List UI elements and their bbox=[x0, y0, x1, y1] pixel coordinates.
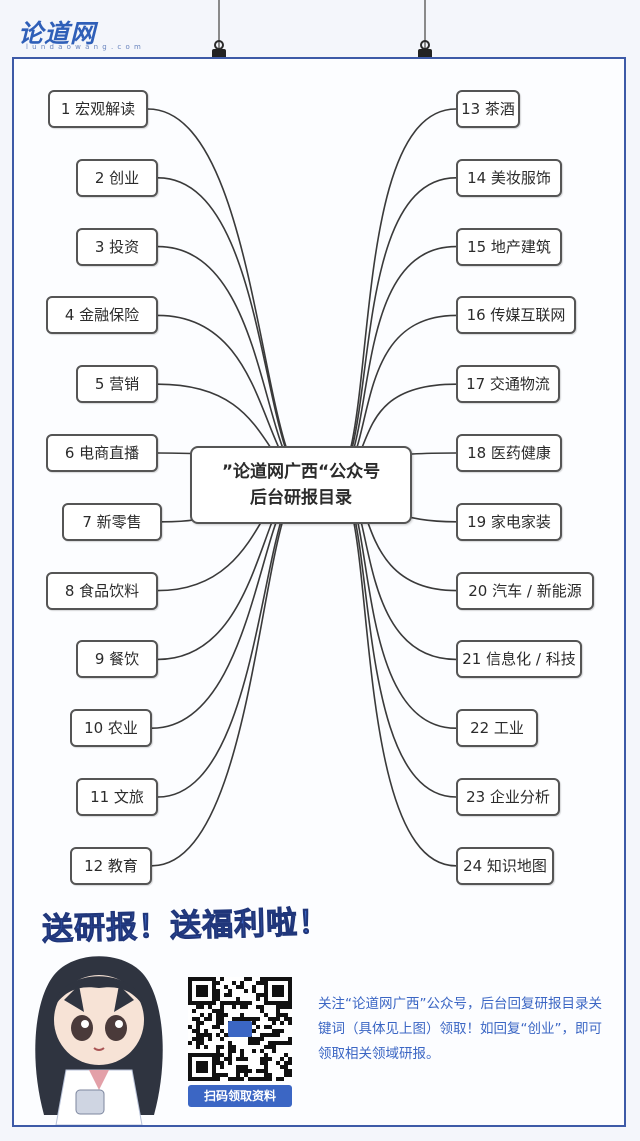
right-branch-node: 16 传媒互联网 bbox=[456, 296, 576, 335]
left-branch-node: 4 金融保险 bbox=[46, 296, 158, 335]
left-connector-line bbox=[157, 483, 309, 798]
hanging-string-right bbox=[424, 0, 426, 50]
right-branch-node: 17 交通物流 bbox=[456, 365, 560, 404]
left-branch-node: 2 创业 bbox=[76, 158, 158, 197]
left-branch-node: 12 教育 bbox=[70, 846, 152, 885]
left-branch-node: 8 食品饮料 bbox=[46, 571, 158, 610]
right-branch-node: 14 美妆服饰 bbox=[456, 158, 562, 197]
left-branch-node: 9 餐饮 bbox=[76, 640, 158, 679]
qr-label: 扫码领取资料 bbox=[188, 1085, 292, 1107]
right-branch-node: 22 工业 bbox=[456, 709, 538, 748]
mascot-girl-icon bbox=[35, 956, 163, 1125]
right-connector-line bbox=[331, 177, 457, 486]
right-branch-node: 23 企业分析 bbox=[456, 778, 560, 816]
left-branch-node: 5 营销 bbox=[76, 365, 158, 404]
right-branch-node: 15 地产建筑 bbox=[456, 227, 562, 266]
right-branch-node: 18 医药健康 bbox=[456, 434, 562, 472]
left-connector-line bbox=[147, 108, 309, 486]
center-title-line1: ”论道网广西“公众号 bbox=[221, 462, 381, 482]
left-branch-node: 3 投资 bbox=[76, 227, 158, 266]
instruction-text: 关注“论道网广西”公众号，后台回复研报目录关键词（具体见上图）领取！如回复“创业… bbox=[318, 996, 602, 1062]
right-branch-node: 24 知识地图 bbox=[456, 846, 554, 885]
right-branch-node: 19 家电家装 bbox=[456, 502, 562, 541]
brand-logo-sub: l u n d a o w a n g . c o m bbox=[26, 43, 142, 51]
right-connector-line bbox=[331, 483, 457, 798]
right-connector-line bbox=[331, 483, 457, 867]
brand-logo: 论道网 bbox=[18, 19, 97, 48]
left-connector-line bbox=[157, 177, 309, 486]
left-branch-node: 1 宏观解读 bbox=[48, 90, 148, 128]
center-title-line2: 后台研报目录 bbox=[250, 488, 352, 508]
qr-code bbox=[188, 977, 292, 1081]
left-branch-node: 6 电商直播 bbox=[46, 434, 158, 472]
left-connector-line bbox=[151, 483, 309, 867]
left-branch-node: 11 文旅 bbox=[76, 778, 158, 816]
left-branch-node: 10 农业 bbox=[70, 709, 152, 748]
center-topic-node: ”论道网广西“公众号 后台研报目录 bbox=[190, 446, 412, 524]
right-connector-line bbox=[331, 108, 457, 486]
left-branch-node: 7 新零售 bbox=[62, 502, 162, 541]
right-branch-node: 20 汽车 / 新能源 bbox=[456, 571, 594, 610]
hanging-string-left bbox=[218, 0, 220, 50]
right-branch-node: 13 茶酒 bbox=[456, 90, 520, 128]
right-branch-node: 21 信息化 / 科技 bbox=[456, 640, 582, 679]
